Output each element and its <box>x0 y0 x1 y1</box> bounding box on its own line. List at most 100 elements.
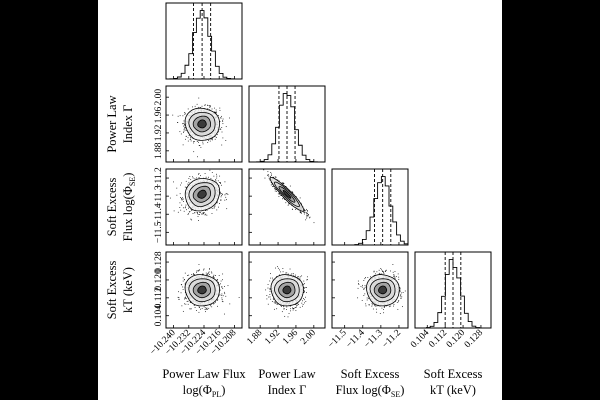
sample-point <box>204 104 206 106</box>
sample-point <box>186 298 187 300</box>
sample-point <box>283 308 285 309</box>
sample-point <box>373 303 375 305</box>
sample-point <box>210 271 212 273</box>
sample-point <box>306 292 307 294</box>
sample-point <box>184 291 186 293</box>
sample-point <box>205 311 206 313</box>
sample-point <box>267 303 269 305</box>
sample-point <box>216 134 218 136</box>
sample-point <box>284 315 286 317</box>
sample-point <box>201 213 203 215</box>
sample-point <box>209 169 211 171</box>
sample-point <box>304 212 306 213</box>
sample-point <box>293 308 295 310</box>
sample-point <box>211 172 213 173</box>
sample-point <box>199 214 200 215</box>
sample-point <box>185 138 186 140</box>
sample-point <box>187 183 189 185</box>
sample-point <box>404 290 406 292</box>
sample-point <box>202 212 204 214</box>
sample-point <box>197 156 198 158</box>
sample-point <box>218 182 220 183</box>
sample-point <box>187 303 189 305</box>
sample-point <box>303 280 305 282</box>
sample-point <box>304 287 306 288</box>
sample-point <box>306 216 308 218</box>
sample-point <box>224 181 226 183</box>
sample-point <box>282 197 284 199</box>
sample-point <box>190 179 192 181</box>
sample-point <box>201 105 203 107</box>
sample-point <box>220 199 222 201</box>
sample-point <box>365 303 367 305</box>
sample-point <box>215 111 217 113</box>
sample-point <box>205 274 207 276</box>
contour-level <box>197 189 207 199</box>
sample-point <box>210 177 212 179</box>
sample-point <box>184 124 185 126</box>
sample-point <box>209 105 211 107</box>
sample-point <box>201 308 203 309</box>
sample-point <box>216 202 218 204</box>
sample-point <box>203 212 205 214</box>
sample-point <box>224 199 226 201</box>
sample-point <box>188 213 189 215</box>
panel-2-0 <box>165 168 243 246</box>
sample-point <box>385 305 387 307</box>
sample-point <box>287 273 289 275</box>
sample-point <box>277 267 279 269</box>
sample-point <box>193 305 195 306</box>
sample-point <box>180 284 182 285</box>
sample-point <box>223 313 225 315</box>
sample-point <box>207 274 209 276</box>
sample-point <box>226 208 228 210</box>
sample-point <box>184 113 186 115</box>
sample-point <box>196 141 198 142</box>
sample-point <box>210 106 212 108</box>
sample-point <box>182 122 184 124</box>
sample-point <box>288 203 290 205</box>
sample-point <box>197 212 198 214</box>
sample-point <box>221 295 223 296</box>
sample-point <box>399 288 401 290</box>
sample-point <box>191 219 193 221</box>
sample-point <box>295 307 297 308</box>
sample-point <box>269 296 271 298</box>
sample-point <box>198 141 199 143</box>
sample-point <box>301 302 303 304</box>
sample-point <box>183 120 185 122</box>
sample-point <box>401 296 403 298</box>
sample-point <box>199 307 200 308</box>
sample-point <box>211 272 213 274</box>
sample-point <box>220 182 221 183</box>
sample-point <box>217 180 219 182</box>
sample-point <box>207 108 209 110</box>
sample-point <box>184 298 186 300</box>
sample-point <box>362 284 363 286</box>
sample-point <box>178 297 180 299</box>
sample-point <box>222 137 224 139</box>
sample-point <box>193 141 195 142</box>
sample-point <box>299 212 301 214</box>
sample-point <box>204 105 206 107</box>
sample-point <box>216 112 217 114</box>
sample-point <box>398 278 400 280</box>
sample-point <box>186 209 187 211</box>
sample-point <box>192 273 194 275</box>
sample-point <box>278 196 280 197</box>
sample-point <box>218 275 220 276</box>
sample-point <box>272 186 273 188</box>
sample-point <box>203 306 205 308</box>
sample-point <box>188 274 190 276</box>
sample-point <box>185 303 187 305</box>
sample-point <box>278 193 280 195</box>
sample-point <box>221 286 223 288</box>
sample-point <box>218 281 219 283</box>
sample-point <box>184 303 185 305</box>
sample-point <box>185 129 187 131</box>
sample-point <box>184 123 186 125</box>
corner-plot: −10.240−10.232−10.224−10.216−10.208Power… <box>105 2 492 399</box>
sample-point <box>185 296 186 298</box>
sample-point <box>371 304 373 306</box>
sample-point <box>306 276 308 278</box>
